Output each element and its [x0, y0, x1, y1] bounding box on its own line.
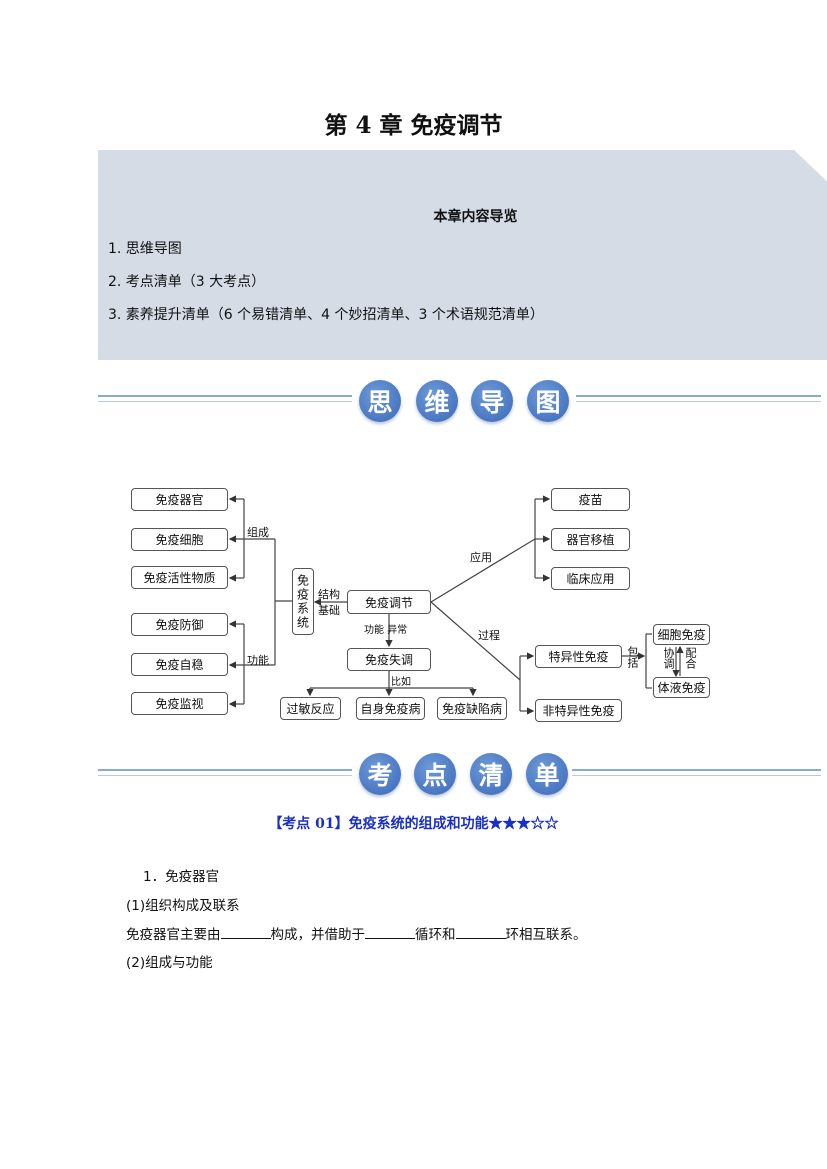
subsection-heading: (2)组成与功能 — [126, 955, 213, 971]
exam-point-heading: 【考点 01】免疫系统的组成和功能★★★☆☆ — [268, 816, 559, 832]
guide-item: 1. 思维导图 — [108, 241, 182, 257]
label-example: 比如 — [391, 677, 411, 688]
label-abnormal: 功能 异常 — [364, 625, 408, 636]
text: 免疫器官主要由 — [126, 927, 221, 943]
label-apply: 应用 — [470, 551, 492, 564]
node-immunodeficiency: 免疫缺陷病 — [437, 697, 507, 720]
blank — [455, 926, 506, 939]
blank — [365, 926, 415, 939]
banner-char: 点 — [414, 753, 456, 795]
node-immune-organ: 免疫器官 — [131, 488, 228, 511]
node-organ-transplant: 器官移植 — [551, 528, 630, 551]
banner-char: 清 — [470, 753, 512, 795]
banner-divider — [98, 395, 352, 402]
subsection-heading: (1)组织构成及联系 — [126, 898, 240, 914]
node-active-substance: 免疫活性物质 — [131, 566, 228, 589]
banner-char: 思 — [359, 380, 401, 422]
node-allergy: 过敏反应 — [280, 697, 341, 720]
node-cellular-immunity: 细胞免疫 — [653, 624, 710, 645]
node-clinical: 临床应用 — [551, 567, 630, 590]
text: 构成，并借助于 — [270, 927, 366, 943]
banner-char: 维 — [416, 380, 458, 422]
node-immune-homeostasis: 免疫自稳 — [131, 653, 228, 676]
banner-char: 单 — [526, 753, 568, 795]
banner-divider — [576, 395, 821, 402]
label-include: 包括 — [626, 646, 639, 668]
text: 循环和 — [415, 927, 456, 943]
label-compose: 组成 — [247, 526, 269, 539]
banner-char: 导 — [471, 380, 513, 422]
node-humoral-immunity: 体液免疫 — [653, 677, 710, 698]
chapter-title: 第 4 章 免疫调节 — [324, 112, 503, 139]
fill-blank-sentence: 免疫器官主要由 构成，并借助于 循环和 环相互联系。 — [126, 923, 587, 943]
node-immune-disorder: 免疫失调 — [347, 648, 431, 671]
node-immune-system: 免疫系统 — [292, 568, 314, 635]
banner-char: 考 — [359, 753, 401, 795]
guide-title: 本章内容导览 — [433, 209, 518, 225]
blank — [220, 926, 271, 939]
banner-char: 图 — [527, 380, 569, 422]
node-autoimmune: 自身免疫病 — [356, 697, 425, 720]
section-heading: 1．免疫器官 — [143, 869, 220, 885]
chapter-guide-box: 本章内容导览 1. 思维导图 2. 考点清单（3 大考点） 3. 素养提升清单（… — [98, 150, 827, 360]
text: 环相互联系。 — [505, 927, 587, 943]
label-structure: 结构 — [318, 588, 340, 601]
node-immune-regulation: 免疫调节 — [347, 590, 431, 614]
label-basis: 基础 — [318, 604, 340, 617]
label-coordinate: 协调 — [662, 647, 675, 669]
guide-item: 3. 素养提升清单（6 个易错清单、4 个妙招清单、3 个术语规范清单） — [108, 307, 544, 323]
node-specific-immunity: 特异性免疫 — [535, 645, 622, 668]
node-nonspecific-immunity: 非特异性免疫 — [535, 699, 622, 722]
guide-item: 2. 考点清单（3 大考点） — [108, 274, 266, 290]
banner-divider — [572, 769, 821, 776]
banner-divider — [98, 769, 352, 776]
label-cooperate: 配合 — [684, 647, 697, 669]
label-function: 功能 — [247, 654, 269, 667]
node-immune-defense: 免疫防御 — [131, 613, 228, 636]
label-process: 过程 — [478, 629, 500, 642]
node-immune-surveillance: 免疫监视 — [131, 692, 228, 715]
node-vaccine: 疫苗 — [551, 488, 630, 511]
node-immune-cell: 免疫细胞 — [131, 528, 228, 551]
